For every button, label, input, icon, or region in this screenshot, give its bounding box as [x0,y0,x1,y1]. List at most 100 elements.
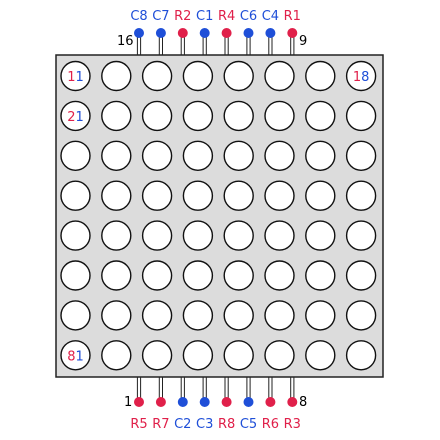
top-pin-label-8: R1 [284,9,301,24]
led-r8-c5 [223,340,254,371]
top-pin-label-2: C7 [152,9,169,24]
led-r5-c2 [101,220,132,251]
matrix-body [55,54,384,378]
led-r1-c6 [264,60,295,92]
top-right-pin-number: 9 [299,34,307,49]
led-r4-c1 [60,180,91,211]
top-pin-label-5: R4 [218,9,235,24]
led-r5-c8 [345,220,377,251]
bottom-pin-head-2 [155,397,166,407]
bottom-pin-head-3 [177,397,188,407]
top-pin-label-3: R2 [174,9,191,24]
led-r3-c8 [345,140,377,172]
led-r7-c1 [60,300,91,331]
led-r7-c8 [345,300,377,331]
led-r8-c7 [305,340,336,371]
cell-label-row-digit: 2 [67,110,75,125]
top-pin-label-7: C4 [262,9,279,24]
led-r5-c4 [182,220,214,251]
bottom-left-pin-number: 1 [124,395,132,410]
led-r3-c1 [60,140,91,172]
bottom-pin-head-5 [221,397,232,407]
led-r2-c4 [182,100,214,132]
led-r1-c1 [60,60,91,92]
led-r2-c8 [345,100,377,132]
led-r1-c7 [305,60,336,92]
led-r7-c7 [305,300,336,331]
led-r5-c5 [223,220,254,251]
led-r4-c7 [305,180,336,211]
led-r7-c5 [223,300,254,331]
led-r8-c8 [345,340,377,371]
bottom-pin-label-6: C5 [240,417,257,432]
cell-label-col-digit: 1 [76,70,84,85]
bottom-pin-head-4 [199,397,210,407]
bottom-pin-label-7: R6 [262,417,279,432]
led-r8-c1 [60,340,91,371]
led-r3-c2 [101,140,132,172]
top-pin-head-4 [199,28,210,38]
led-r7-c4 [182,300,214,331]
top-pin-label-4: C1 [196,9,213,24]
led-r1-c2 [101,60,132,92]
top-pin-head-2 [155,28,166,38]
top-pin-head-1 [134,28,144,38]
cell-label-r1-c1: 11 [67,70,84,85]
led-r5-c7 [305,220,336,251]
led-r6-c8 [345,260,377,291]
led-r6-c3 [141,260,173,291]
bottom-right-pin-number: 8 [299,395,307,410]
top-left-pin-number: 16 [117,34,134,49]
led-r6-c1 [60,260,91,291]
led-r2-c7 [305,100,336,132]
cell-label-r2-c1: 21 [67,110,84,125]
led-r2-c3 [141,100,173,132]
led-r4-c4 [182,180,214,211]
led-r5-c3 [141,220,173,251]
top-pin-head-5 [221,28,232,38]
led-r5-c1 [60,220,91,251]
top-pin-label-1: C8 [130,9,147,24]
led-r3-c4 [182,140,214,172]
led-r7-c3 [141,300,173,331]
led-r5-c6 [264,220,295,251]
led-r6-c4 [182,260,214,291]
led-r8-c3 [141,340,173,371]
cell-label-col-digit: 8 [361,70,369,85]
led-r8-c2 [101,340,132,371]
led-r7-c2 [101,300,132,331]
led-r2-c5 [223,100,254,132]
led-r6-c7 [305,260,336,291]
led-r1-c8 [345,60,377,92]
led-r6-c2 [101,260,132,291]
top-pin-label-6: C6 [240,9,257,24]
led-r4-c8 [345,180,377,211]
led-r1-c4 [182,60,214,92]
led-r8-c4 [182,340,214,371]
led-r3-c6 [264,140,295,172]
led-r1-c5 [223,60,254,92]
cell-label-row-digit: 1 [353,70,361,85]
led-r4-c5 [223,180,254,211]
led-r3-c3 [141,140,173,172]
top-pin-head-7 [265,28,276,38]
led-r2-c2 [101,100,132,132]
bottom-pin-label-3: C2 [174,417,191,432]
cell-label-row-digit: 8 [67,349,75,364]
bottom-pin-label-4: C3 [196,417,213,432]
top-pin-head-3 [177,28,188,38]
cell-label-row-digit: 1 [67,70,75,85]
cell-label-r1-c8: 18 [353,70,370,85]
led-r6-c5 [223,260,254,291]
led-r6-c6 [264,260,295,291]
led-r1-c3 [141,60,173,92]
led-r2-c1 [60,100,91,132]
bottom-pin-label-5: R8 [218,417,235,432]
cell-label-col-digit: 1 [76,110,84,125]
led-r3-c5 [223,140,254,172]
bottom-pin-head-8 [287,397,298,407]
bottom-pin-head-7 [265,397,276,407]
